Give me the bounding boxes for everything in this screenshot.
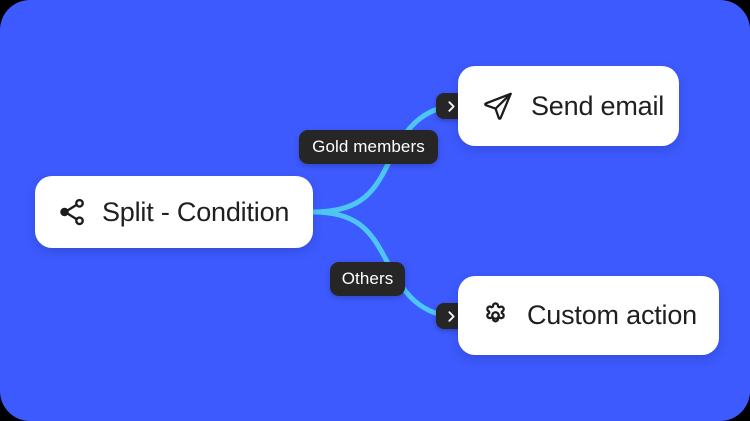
branch-label-others[interactable]: Others xyxy=(330,262,405,296)
branch-label-gold-members-text: Gold members xyxy=(312,137,425,156)
gear-icon xyxy=(480,300,511,331)
share-split-icon xyxy=(57,197,87,227)
node-split-condition[interactable]: Split - Condition xyxy=(35,176,313,248)
chevron-right-icon xyxy=(445,310,458,323)
paper-plane-icon xyxy=(482,90,514,122)
node-split-condition-label: Split - Condition xyxy=(102,196,290,227)
node-send-email-label: Send email xyxy=(531,90,665,121)
chevron-right-icon xyxy=(445,100,458,113)
node-custom-action-label: Custom action xyxy=(527,300,697,330)
branch-label-others-text: Others xyxy=(341,269,394,288)
branch-label-gold-members[interactable]: Gold members xyxy=(299,130,438,164)
node-custom-action[interactable]: Custom action xyxy=(458,276,719,355)
node-send-email[interactable]: Send email xyxy=(458,66,679,146)
